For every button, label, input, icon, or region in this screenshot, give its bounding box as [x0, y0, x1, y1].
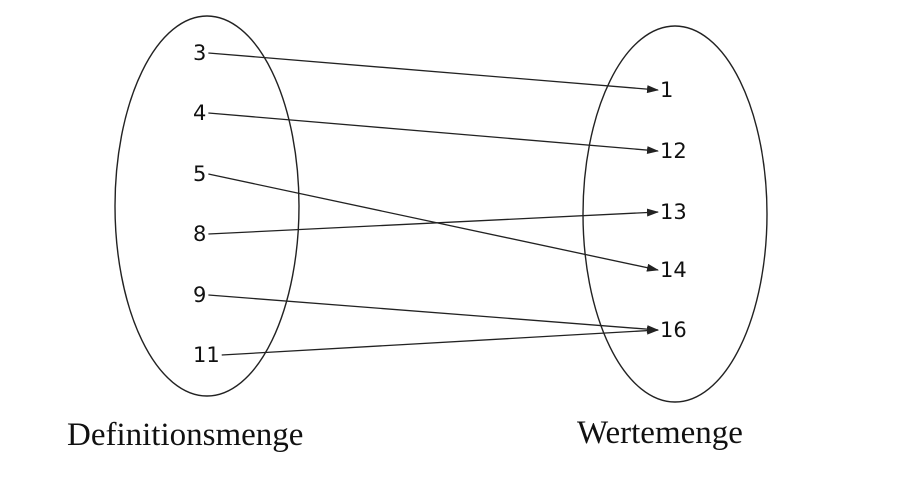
codomain-element: 1 — [660, 78, 673, 102]
domain-set-oval — [114, 15, 300, 397]
domain-element: 8 — [193, 222, 206, 246]
domain-set-label: Definitionsmenge — [67, 417, 303, 453]
codomain-set-label: Wertemenge — [577, 415, 743, 451]
mapping-arrow — [221, 326, 659, 356]
codomain-element: 13 — [660, 200, 687, 224]
domain-element: 11 — [193, 343, 220, 367]
mapping-arrow — [208, 208, 659, 235]
mapping-arrow — [208, 112, 659, 155]
codomain-set-oval — [582, 25, 768, 403]
mapping-arrows — [208, 52, 659, 356]
domain-element: 3 — [193, 41, 206, 65]
codomain-element: 12 — [660, 139, 687, 163]
codomain-element: 14 — [660, 258, 687, 282]
mapping-arrow — [208, 294, 659, 334]
mapping-arrow — [208, 173, 659, 272]
codomain-element: 16 — [660, 318, 687, 342]
domain-element: 5 — [193, 162, 206, 186]
domain-element: 4 — [193, 101, 206, 125]
domain-element: 9 — [193, 283, 206, 307]
mapping-arrow — [208, 52, 659, 94]
